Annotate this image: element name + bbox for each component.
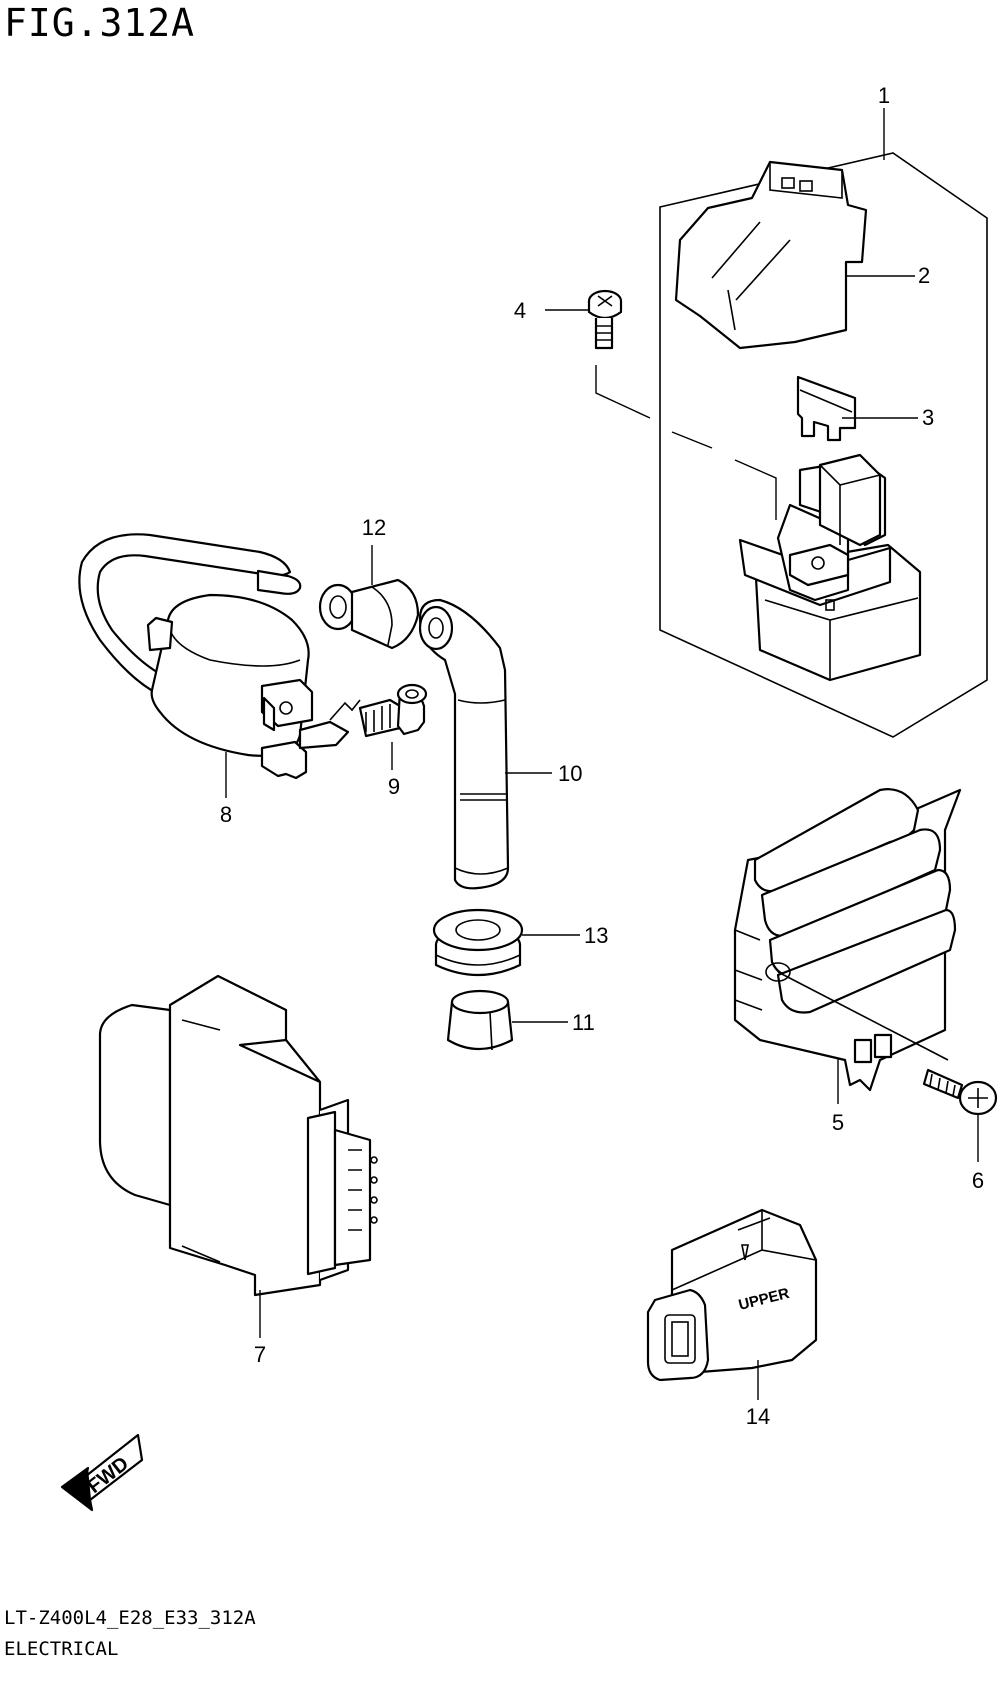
grommet[interactable] bbox=[432, 908, 524, 977]
callout-2: 2 bbox=[918, 263, 930, 288]
section-name-footer: ELECTRICAL bbox=[4, 1638, 119, 1660]
callout-5: 5 bbox=[832, 1110, 844, 1135]
callout-4: 4 bbox=[514, 298, 526, 323]
callout-9: 9 bbox=[388, 774, 400, 799]
forward-direction-arrow: FWD bbox=[60, 1433, 144, 1512]
callout-12: 12 bbox=[362, 515, 386, 540]
terminal-cap[interactable] bbox=[446, 989, 514, 1051]
ignition-coil[interactable] bbox=[78, 533, 350, 780]
starter-relay-assembly-group bbox=[659, 152, 988, 738]
leader-lines bbox=[225, 108, 979, 1400]
callout-10: 10 bbox=[558, 761, 582, 786]
figure-title: FIG.312A bbox=[4, 1, 196, 45]
callout-11: 11 bbox=[572, 1010, 595, 1035]
assembly-boundary bbox=[659, 152, 988, 738]
fuse[interactable] bbox=[796, 375, 857, 442]
starter-relay-body[interactable] bbox=[738, 453, 922, 682]
relay-bolt[interactable] bbox=[587, 289, 623, 350]
bolt-guide-line-3 bbox=[734, 459, 777, 520]
callout-13: 13 bbox=[584, 923, 608, 948]
regulator-bolt[interactable] bbox=[922, 1068, 998, 1116]
coil-bolt[interactable] bbox=[329, 683, 428, 738]
relay-cover[interactable] bbox=[674, 160, 868, 350]
bolt-guide-line bbox=[595, 365, 651, 419]
callout-numbers: 1 2 3 4 5 6 7 8 9 10 11 12 13 14 bbox=[220, 83, 984, 1429]
coupler[interactable] bbox=[646, 1208, 818, 1382]
callout-6: 6 bbox=[972, 1168, 984, 1193]
callout-14: 14 bbox=[746, 1404, 770, 1429]
callout-1: 1 bbox=[878, 83, 890, 108]
bolt-guide-line-2 bbox=[671, 431, 713, 449]
callout-7: 7 bbox=[254, 1342, 266, 1367]
spark-plug-cap[interactable] bbox=[418, 598, 510, 890]
regulator-rectifier[interactable] bbox=[733, 788, 962, 1092]
spark-plug-boot-small[interactable] bbox=[318, 578, 420, 650]
ecm-unit[interactable] bbox=[98, 974, 378, 1297]
callout-8: 8 bbox=[220, 802, 232, 827]
callout-3: 3 bbox=[922, 405, 934, 430]
model-code-footer: LT-Z400L4_E28_E33_312A bbox=[4, 1607, 256, 1629]
